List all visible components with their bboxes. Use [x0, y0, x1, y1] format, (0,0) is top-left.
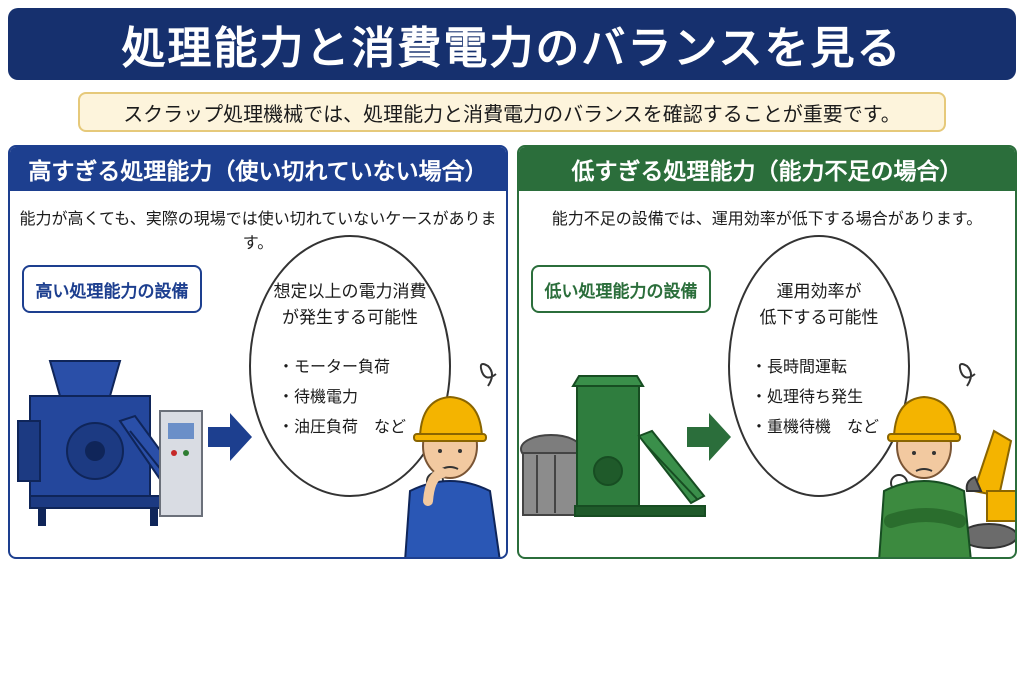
list-item: 油圧負荷 など — [278, 412, 406, 442]
callout-label: 低い処理能力の設備 — [531, 265, 711, 313]
bubble-title-line: 運用効率が — [776, 282, 862, 302]
panel-description: 能力不足の設備では、運用効率が低下する場合があります。 — [551, 209, 983, 228]
bubble-title-line: 低下する可能性 — [759, 308, 879, 328]
list-item: 待機電力 — [278, 382, 406, 412]
scrap-bin-icon — [520, 434, 582, 516]
panel-low-capacity: 低すぎる処理能力（能力不足の場合） 能力不足の設備では、運用効率が低下する場合が… — [517, 145, 1017, 559]
intro-banner: スクラップ処理機械では、処理能力と消費電力のバランスを確認することが重要です。 — [78, 92, 946, 132]
list-item: 処理待ち発生 — [751, 382, 879, 412]
worker-thinking-icon — [404, 363, 501, 557]
list-item: モーター負荷 — [278, 352, 406, 382]
worker-arms-crossed-icon — [878, 363, 976, 557]
panel-heading: 低すぎる処理能力（能力不足の場合） — [519, 147, 1015, 191]
excavator-icon — [960, 429, 1015, 549]
bubble-list: モーター負荷 待機電力 油圧負荷 など — [278, 352, 406, 442]
bubble-title: 想定以上の電力消費 が発生する可能性 — [260, 279, 440, 331]
arrow-right-icon — [208, 413, 252, 461]
panel-illustration — [17, 235, 501, 557]
bubble-list: 長時間運転 処理待ち発生 重機待機 など — [751, 352, 879, 442]
list-item: 重機待機 など — [751, 412, 879, 442]
panel-heading: 高すぎる処理能力（使い切れていない場合） — [10, 147, 506, 191]
panel-description: 能力が高くても、実際の現場では使い切れていないケースがあります。 — [19, 209, 497, 252]
page-title: 処理能力と消費電力のバランスを見る — [8, 8, 1016, 80]
bubble-title-line: が発生する可能性 — [282, 308, 418, 328]
panel-high-capacity: 高すぎる処理能力（使い切れていない場合） 能力が高くても、実際の現場では使い切れ… — [8, 145, 508, 559]
callout-label: 高い処理能力の設備 — [22, 265, 202, 313]
bubble-title: 運用効率が 低下する可能性 — [729, 279, 909, 331]
bubble-title-line: 想定以上の電力消費 — [273, 282, 427, 302]
shredder-machine-icon — [17, 360, 203, 526]
list-item: 長時間運転 — [751, 352, 879, 382]
compact-shredder-icon — [571, 375, 706, 517]
arrow-right-icon — [687, 413, 731, 461]
